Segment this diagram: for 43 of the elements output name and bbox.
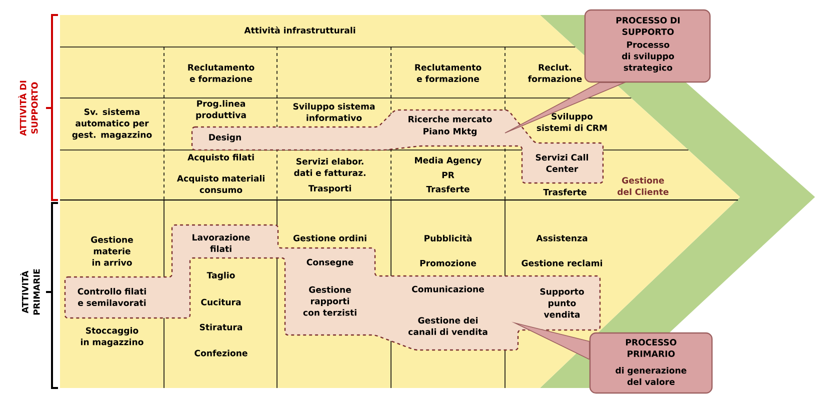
activity-label: Prog.linea produttiva [196, 100, 246, 120]
activity-label: Taglio [206, 272, 235, 280]
activity-label: Gestione del Cliente [618, 176, 668, 196]
activity-label: Gestione materie in arrivo [91, 236, 133, 266]
process-text: Controllo filati e semilavorati [78, 288, 146, 306]
activity-label: Sv. sistema automatico per gest. magazzino [72, 108, 152, 140]
activity-label: Confezione [194, 350, 248, 356]
callout-text: PROCESSO DI SUPPORTO [616, 17, 680, 35]
activity-label: Reclutamento e formazione [415, 64, 482, 82]
activity-label: Attività infrastrutturali [244, 26, 356, 34]
callout-box [584, 9, 711, 83]
process-text: Design [209, 134, 241, 142]
activity-label: Acquisto materiali consumo [176, 174, 264, 194]
activity-label: Assistenza [536, 234, 588, 242]
activity-label: Stoccaggio in magazzino [81, 327, 144, 347]
process-text: Comunicazione [412, 286, 484, 292]
process-text: Gestione rapporti con terzisti [303, 286, 356, 316]
process-text: Consegne [306, 258, 354, 268]
activity-label: Pubblicità [424, 234, 472, 242]
activity-label: Cucitura [201, 298, 241, 306]
callout-text: Processo di sviluppo strategico [622, 42, 674, 72]
side-label: ATTIVITÀ DI SUPPORTO [18, 80, 38, 136]
callout-text: di generazione del valore [616, 366, 686, 386]
callout-text: PROCESSO PRIMARIO [626, 339, 676, 357]
activity-label: Stiratura [200, 324, 242, 330]
activity-label: Media Agency [415, 156, 482, 166]
activity-label: Sviluppo sistema informativo [293, 102, 375, 122]
process-text: Piano Mktg [424, 128, 476, 136]
process-text: Lavorazione filati [192, 234, 250, 252]
process-text: Servizi Call Center [536, 154, 588, 172]
process-text: Supporto punto vendita [540, 288, 584, 318]
activity-label: Gestione ordini [293, 234, 366, 242]
activity-label: PR [442, 172, 454, 178]
process-text: Ricerche mercato [408, 116, 492, 122]
callout-box [589, 332, 713, 394]
activity-label: Gestione reclami [522, 260, 602, 266]
side-label: ATTIVITÀ PRIMARIE [20, 269, 40, 315]
activity-label: Servizi elabor. dati e fatturaz. [294, 158, 366, 176]
activity-label: Reclutamento e formazione [188, 64, 254, 82]
activity-label: Promozione [420, 260, 476, 266]
process-text: Gestione dei canali di vendita [408, 316, 488, 336]
activity-label: Sviluppo sistemi di CRM [536, 112, 607, 132]
activity-label: Acquisto filati [188, 154, 254, 162]
